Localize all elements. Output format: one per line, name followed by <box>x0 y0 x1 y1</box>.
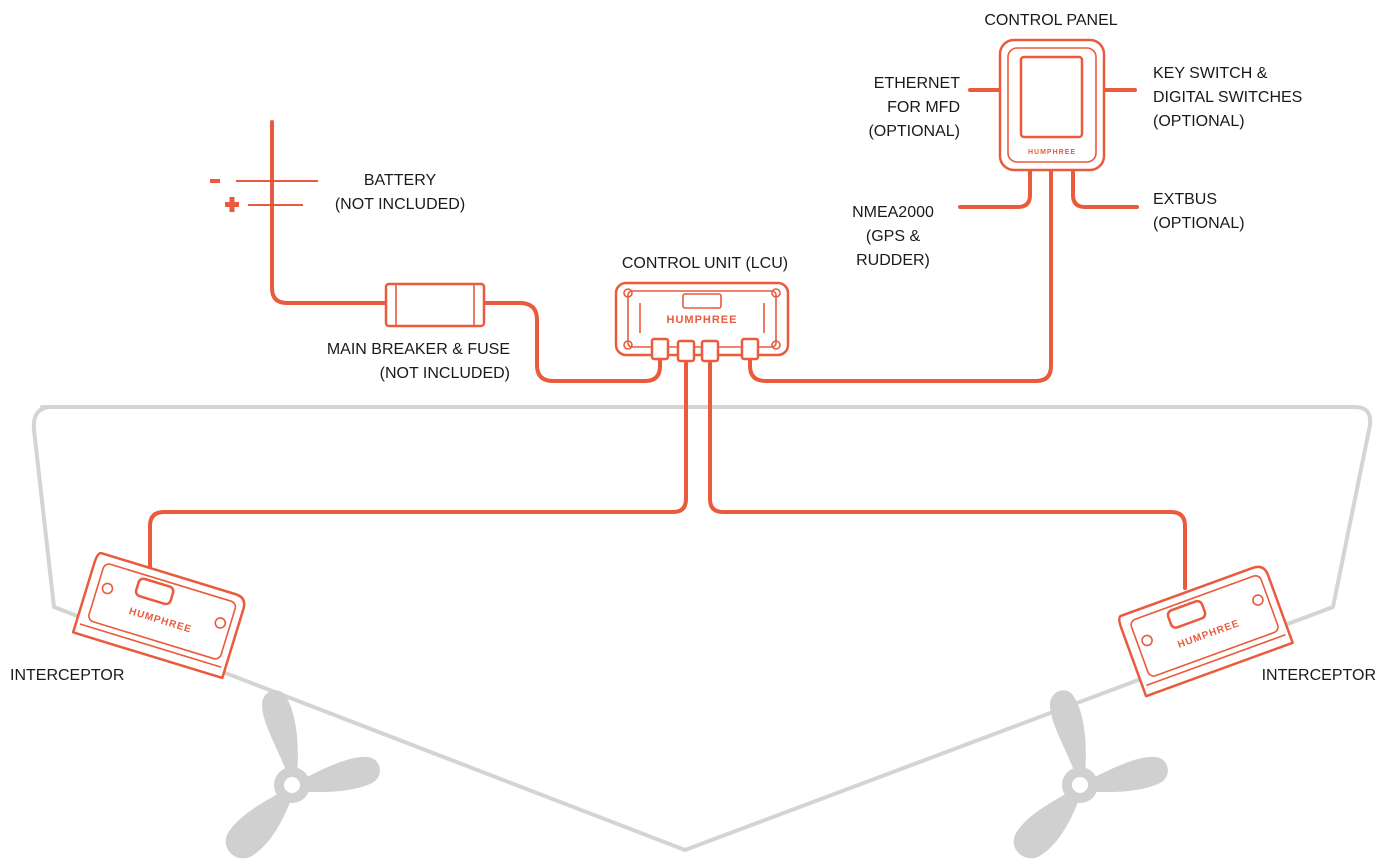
ethernet-label-line2: FOR MFD <box>887 99 960 116</box>
interceptor-left-device: HUMPHREE <box>71 551 246 680</box>
control-panel-screen <box>1019 55 1084 139</box>
ethernet-label-line3: (OPTIONAL) <box>868 123 960 140</box>
battery-minus-icon <box>210 179 220 183</box>
key-switch-label-line3: (OPTIONAL) <box>1153 113 1245 130</box>
propeller-left-icon <box>225 690 380 859</box>
wire-lcu-interceptor-right <box>708 358 1187 590</box>
wire-lcu-interceptor-left <box>148 358 688 574</box>
interceptor-right-device: HUMPHREE <box>1118 565 1294 698</box>
control-panel-label: CONTROL PANEL <box>984 12 1117 29</box>
wire-extbus <box>1071 168 1139 209</box>
interceptor-right-label: INTERCEPTOR <box>1262 667 1376 684</box>
nmea-label-line3: RUDDER) <box>856 252 930 269</box>
extbus-label-line1: EXTBUS <box>1153 191 1217 208</box>
control-unit-brand: HUMPHREE <box>667 314 738 326</box>
wire-battery-breaker <box>270 120 388 305</box>
propeller-right-icon <box>1013 690 1168 859</box>
key-switch-label-line2: DIGITAL SWITCHES <box>1153 89 1302 106</box>
wire-lcu-panel <box>748 168 1053 383</box>
nmea-label-line2: (GPS & <box>866 228 921 245</box>
control-panel-device: HUMPHREE <box>998 38 1106 172</box>
extbus-label-line2: (OPTIONAL) <box>1153 215 1245 232</box>
battery-symbol <box>210 179 318 212</box>
breaker-label-line2: (NOT INCLUDED) <box>380 365 510 382</box>
breaker-label-line1: MAIN BREAKER & FUSE <box>327 341 510 358</box>
battery-plus-icon <box>225 197 239 212</box>
control-unit-device: HUMPHREE <box>614 281 790 363</box>
battery-label-line1: BATTERY <box>364 172 437 189</box>
hull-outline <box>31 405 1373 852</box>
battery-label-line2: (NOT INCLUDED) <box>335 196 465 213</box>
ethernet-label-line1: ETHERNET <box>874 75 960 92</box>
wire-nmea <box>958 168 1032 209</box>
control-unit-label: CONTROL UNIT (LCU) <box>622 255 788 272</box>
nmea-label-line1: NMEA2000 <box>852 204 934 221</box>
interceptor-left-label: INTERCEPTOR <box>10 667 124 684</box>
control-panel-brand: HUMPHREE <box>1028 149 1076 156</box>
wire-breaker-lcu <box>482 301 662 383</box>
main-breaker-fuse <box>384 282 486 328</box>
key-switch-label-line1: KEY SWITCH & <box>1153 65 1268 82</box>
